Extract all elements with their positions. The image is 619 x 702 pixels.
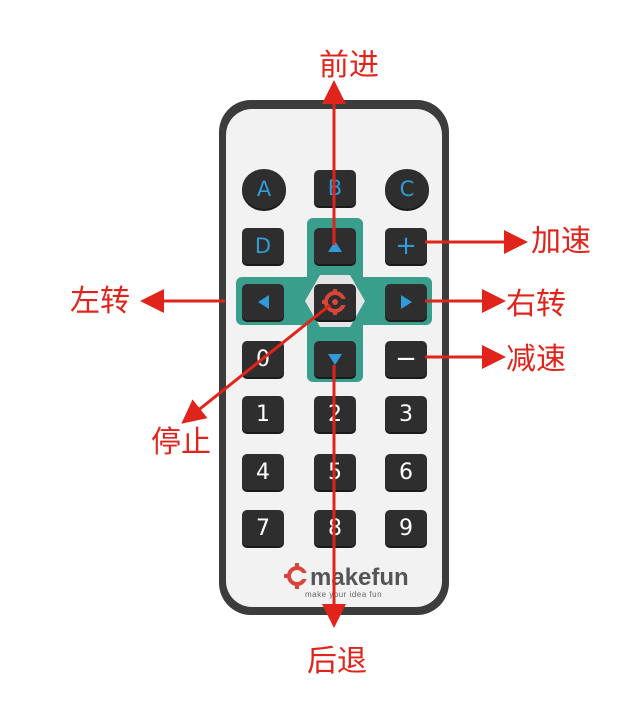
arrow-down-icon (328, 353, 342, 365)
brand-tagline: make your idea fun (305, 590, 383, 599)
key-7[interactable]: 7 (242, 510, 284, 546)
key-plus[interactable]: + (385, 228, 427, 264)
key-3[interactable]: 3 (385, 396, 427, 432)
brand-gear-icon (284, 563, 310, 589)
key-left[interactable] (242, 284, 284, 320)
label-stop: 停止 (151, 425, 211, 460)
label-decelerate: 减速 (506, 342, 566, 377)
label-backward: 后退 (307, 644, 367, 679)
key-c[interactable]: C (385, 169, 429, 209)
arrow-right-icon (400, 295, 412, 309)
key-d[interactable]: D (242, 228, 284, 264)
label-turn-left: 左转 (70, 284, 130, 319)
label-accelerate: 加速 (531, 224, 591, 259)
arrow-up-icon (328, 240, 342, 252)
label-forward: 前进 (319, 48, 379, 83)
key-9[interactable]: 9 (385, 510, 427, 546)
key-a[interactable]: A (242, 169, 286, 209)
gear-logo-icon (322, 289, 348, 315)
key-minus[interactable]: − (385, 341, 427, 377)
key-4[interactable]: 4 (242, 454, 284, 490)
key-right[interactable] (385, 284, 427, 320)
key-6[interactable]: 6 (385, 454, 427, 490)
brand-name: makefun (310, 564, 409, 591)
key-1[interactable]: 1 (242, 396, 284, 432)
label-turn-right: 右转 (506, 287, 566, 322)
arrow-stop (181, 303, 331, 424)
arrow-left-icon (257, 295, 269, 309)
